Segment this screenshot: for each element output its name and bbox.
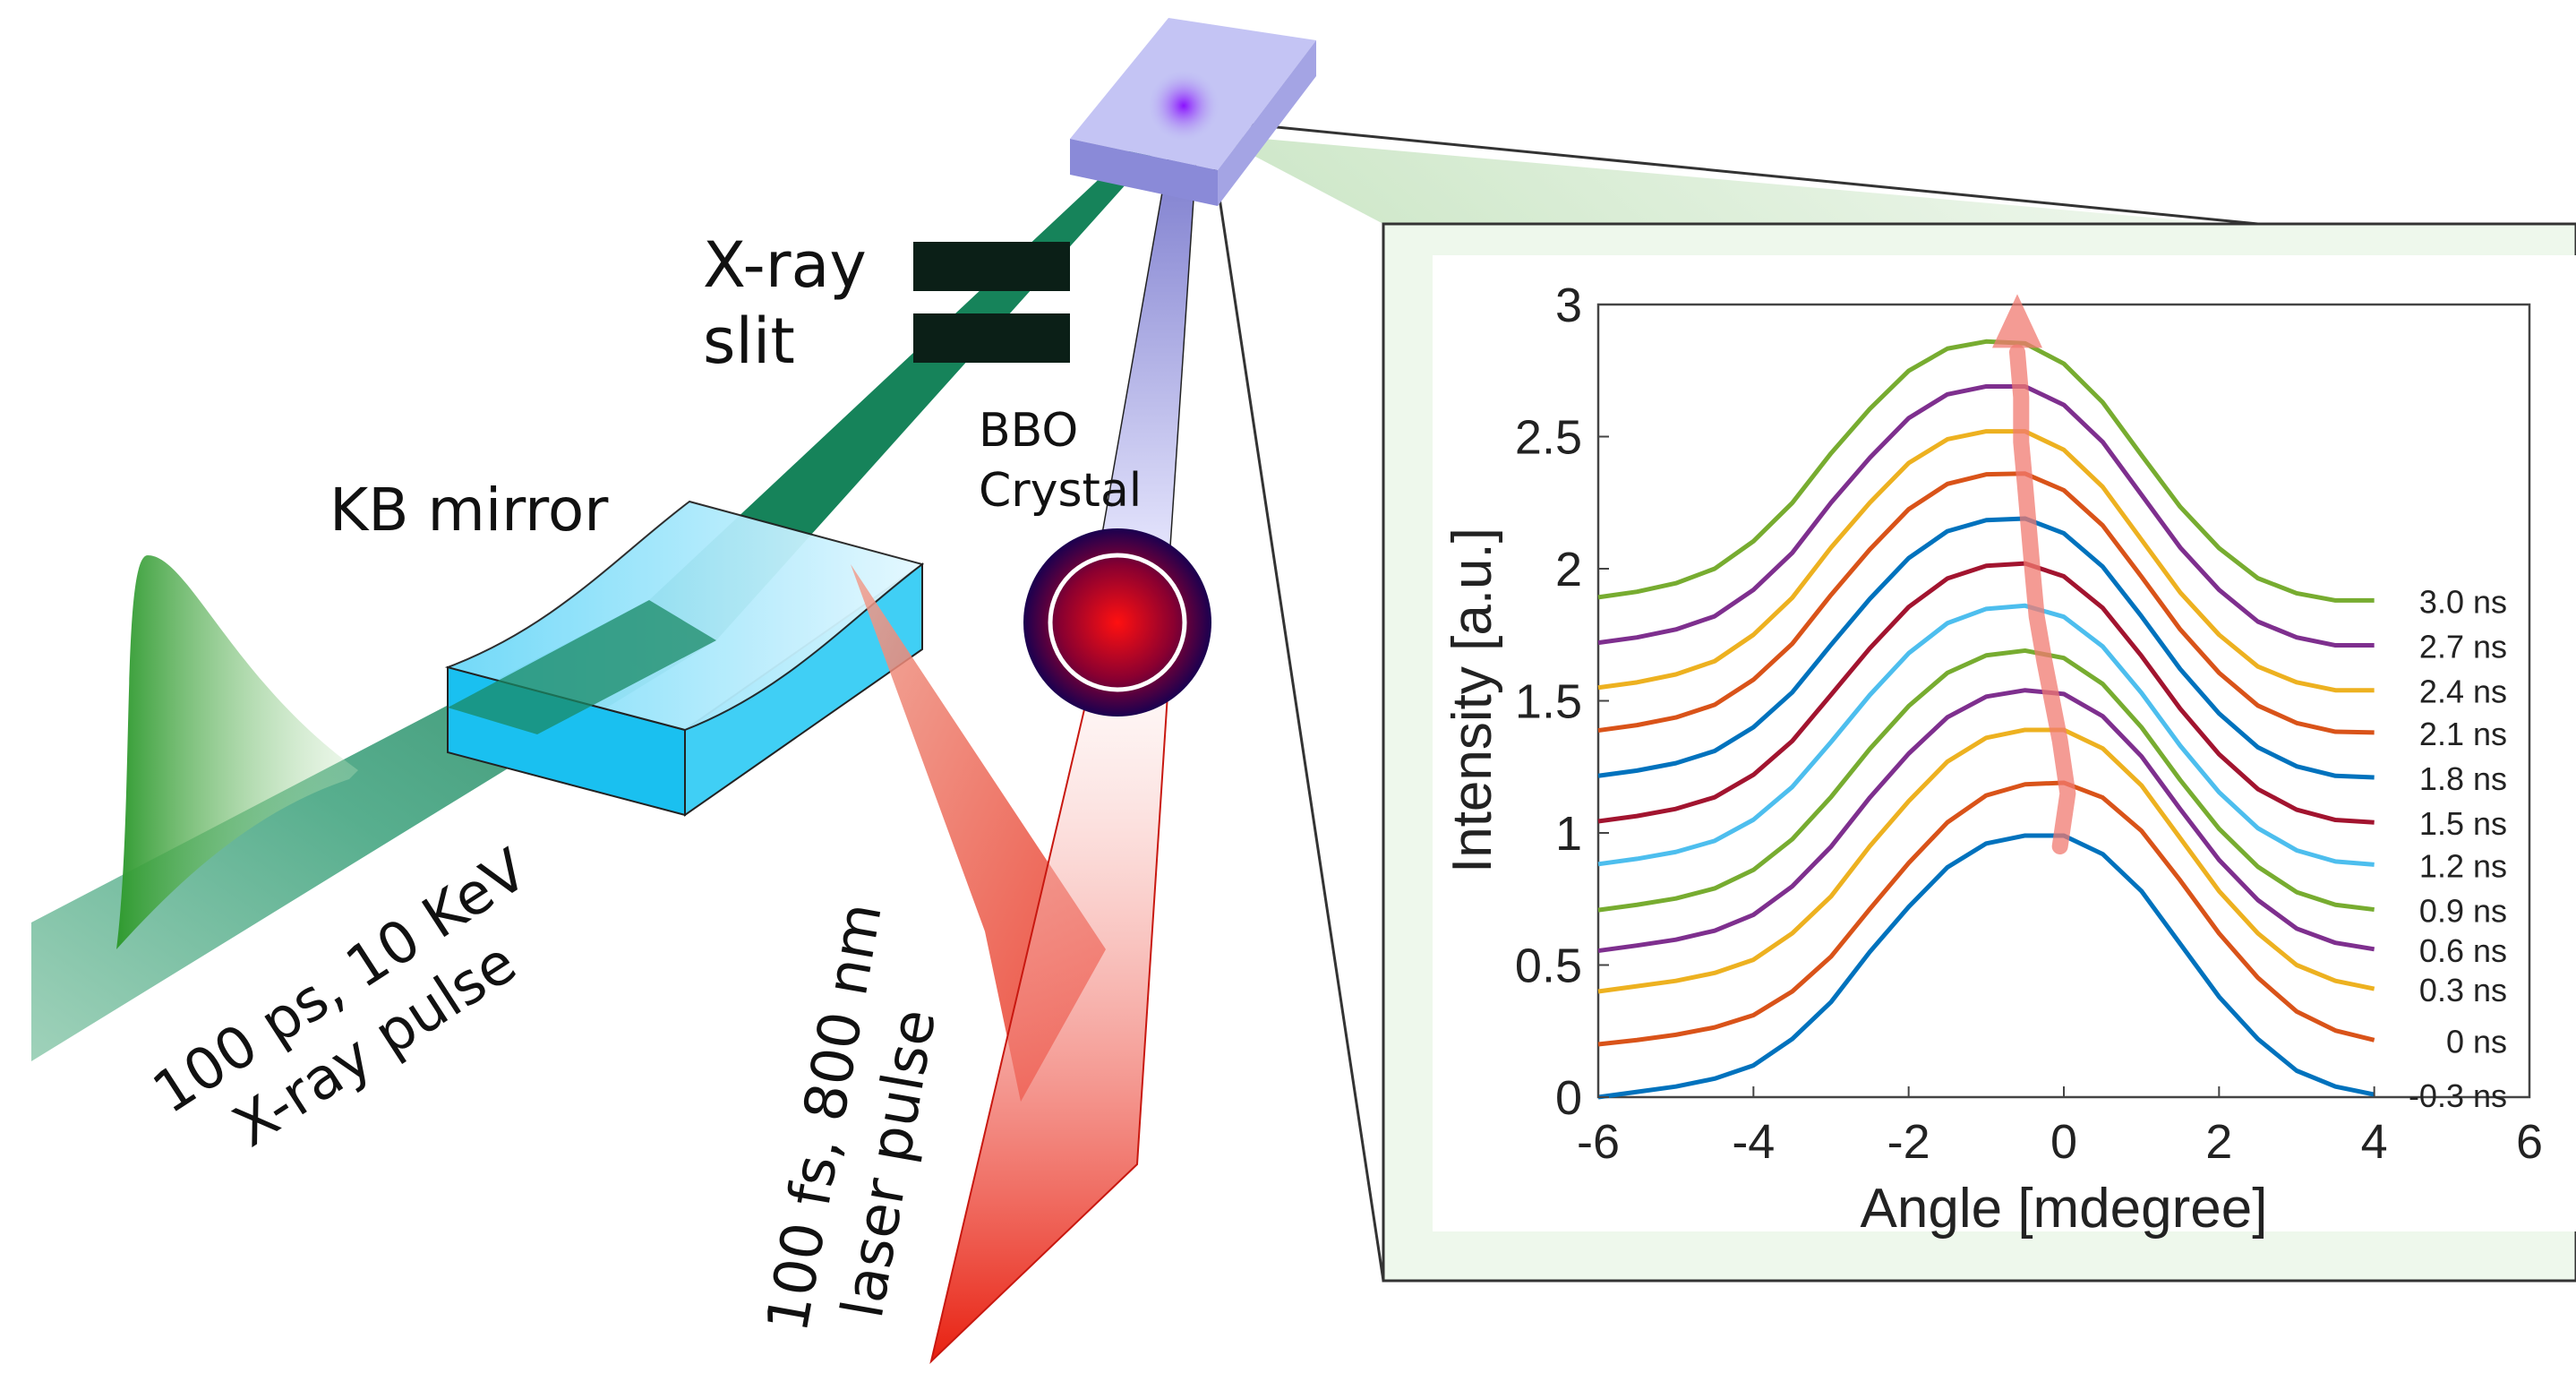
- y-tick-label: 3: [1555, 279, 1582, 332]
- series-line: [1597, 561, 2375, 825]
- x-tick-label: -4: [1732, 1115, 1775, 1169]
- series-line: [1597, 429, 2375, 693]
- series-line: [1597, 383, 2375, 648]
- xray-beam-reflected: [649, 106, 1191, 640]
- x-axis-label: Angle [mdegree]: [1861, 1178, 2268, 1240]
- series-label: -0.3 ns: [2409, 1077, 2507, 1114]
- x-tick-label: 4: [2361, 1115, 2388, 1169]
- y-tick-label: 1: [1555, 807, 1582, 861]
- intensity-chart: -6 -4 -2 0 2 4 6 0 0.5 1 1.5 2 2.5 3 -0.3 ns 0 ns 0.3 n…: [1442, 279, 2543, 1240]
- x-tick-label: 6: [2516, 1115, 2543, 1169]
- time-arrow-head: [1992, 294, 2042, 348]
- time-arrow: [2009, 344, 2076, 854]
- y-tick-label: 2: [1555, 543, 1582, 596]
- y-tick-label: 1.5: [1515, 675, 1582, 729]
- y-tick-label: 0.5: [1515, 940, 1582, 993]
- crystal-hotspot: [1148, 70, 1220, 142]
- xray-slit-lower: [913, 313, 1070, 363]
- series-labels: -0.3 ns 0 ns 0.3 ns0.6 ns0.9 ns 1.2 ns 1.5 n…: [2409, 583, 2507, 1114]
- series-label: 1.2 ns: [2419, 847, 2507, 884]
- xray-beam-on-mirror: [448, 600, 716, 734]
- y-tick-label: 2.5: [1515, 411, 1582, 465]
- laser-beam-main: [929, 616, 1170, 1365]
- y-tick-label: 0: [1555, 1071, 1582, 1125]
- laser-spot-ring: [1048, 553, 1187, 692]
- x-tick-label: 2: [2205, 1115, 2232, 1169]
- x-tick-label: -2: [1887, 1115, 1930, 1169]
- series-label: 1.5 ns: [2419, 805, 2507, 842]
- bbo-label-1: BBO: [979, 404, 1078, 458]
- xray-pulse-shape: [116, 555, 358, 949]
- xray-slit-upper: [913, 242, 1070, 291]
- zoom-line-bottom: [1211, 156, 1385, 1282]
- series-label: 2.4 ns: [2419, 674, 2507, 710]
- bbo-label-2: Crystal: [979, 464, 1142, 518]
- series-line: [1597, 727, 2375, 994]
- series-label: 1.8 ns: [2419, 760, 2507, 797]
- series-label: 2.7 ns: [2419, 629, 2507, 665]
- series-line: [1597, 603, 2375, 867]
- series-label: 2.1 ns: [2419, 716, 2507, 752]
- series-label: 0.6 ns: [2419, 932, 2507, 969]
- series-line: [1597, 339, 2375, 603]
- xray-slit-label-1: X-ray: [703, 228, 867, 302]
- curve-group: [1597, 339, 2375, 1100]
- tick-group: -6 -4 -2 0 2 4 6 0 0.5 1 1.5 2 2.5 3: [1515, 279, 2543, 1169]
- xray-slit-label-2: slit: [703, 305, 795, 378]
- bbo-crystal-side: [1218, 40, 1316, 206]
- x-tick-label: -6: [1577, 1115, 1620, 1169]
- series-label: 0.3 ns: [2419, 972, 2507, 1008]
- series-line: [1597, 516, 2375, 780]
- kb-mirror-label: KB mirror: [329, 476, 609, 545]
- x-tick-label: 0: [2050, 1115, 2077, 1169]
- series-label: 0.9 ns: [2419, 893, 2507, 930]
- series-line: [1597, 688, 2375, 954]
- series-line: [1597, 833, 2375, 1100]
- series-label: 3.0 ns: [2419, 583, 2507, 620]
- bbo-crystal-front: [1070, 139, 1218, 206]
- series-line: [1597, 648, 2375, 913]
- series-line: [1597, 780, 2375, 1047]
- y-axis-label: Intensity [a.u.]: [1442, 528, 1503, 873]
- series-label: 0 ns: [2446, 1023, 2507, 1060]
- series-line: [1597, 471, 2375, 735]
- chart-panel: [1433, 255, 2576, 1231]
